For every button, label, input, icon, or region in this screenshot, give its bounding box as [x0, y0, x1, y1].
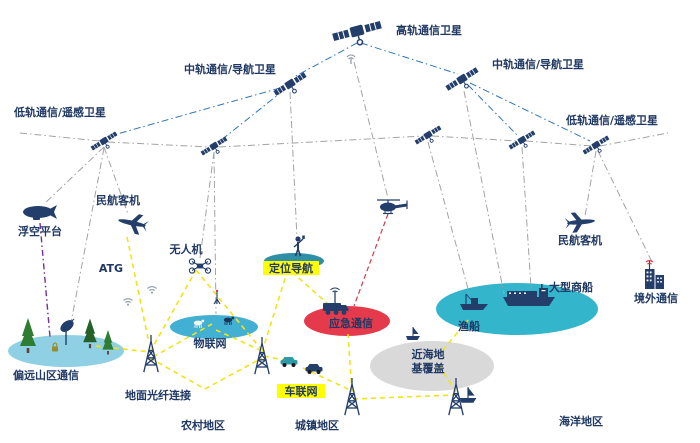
person-icon: [293, 235, 305, 257]
label-nearshore-line1: 近海地: [412, 347, 445, 361]
label-ground-fiber: 地面光纤连接: [125, 388, 191, 402]
signal-dish-icon: [346, 54, 356, 64]
wifi-signal-1-icon: [122, 298, 134, 307]
emergency-truck-icon: [323, 287, 349, 315]
label-iot: 物联网: [194, 336, 227, 350]
label-uav: 无人机: [169, 242, 203, 256]
label-airliner-right: 民航客机: [558, 233, 602, 247]
helicopter-icon: [377, 199, 408, 215]
leo-satellite-4-icon: [507, 129, 540, 156]
label-leo-satellite-left: 低轨通信/遥感卫星: [13, 105, 106, 119]
zone-iot: [170, 315, 258, 339]
zone-nearshore: [370, 341, 494, 391]
label-geo-satellite: 高轨通信卫星: [396, 23, 462, 37]
satellite-links-blue: [109, 42, 591, 142]
positioning-label-bg: [263, 261, 319, 275]
satellite-dish-icon: [60, 318, 75, 345]
emergency-link-red: [353, 213, 389, 307]
label-airliner-left: 民航客机: [96, 193, 140, 207]
label-meo-satellite-left: 中轨通信/导航卫星: [184, 62, 276, 76]
leo-satellite-2-icon: [199, 135, 232, 162]
zone-ocean: [436, 283, 598, 335]
comm-tower-town-right-icon: [344, 377, 360, 416]
padlock-icon: [52, 342, 58, 352]
zone-layer: [8, 253, 598, 391]
label-positioning-nav: 定位导航: [269, 261, 313, 275]
meo-satellite-left-icon: [272, 70, 312, 103]
geo-satellite-icon: [331, 18, 386, 52]
label-aerostat: 浮空平台: [18, 224, 62, 238]
zone-emergency: [304, 306, 390, 336]
airliner-right-icon: [564, 210, 596, 234]
label-nearshore-line2: 基覆盖: [411, 361, 445, 375]
label-remote-mountain-comm: 偏远山区通信: [13, 368, 79, 382]
label-town-area: 城镇地区: [295, 418, 339, 432]
uav-icon: [188, 258, 212, 274]
label-ocean-area: 海洋地区: [559, 414, 603, 428]
aerostat-link-purple: [39, 222, 51, 338]
label-overseas-comm: 境外通信: [634, 291, 678, 305]
label-rural-area: 农村地区: [180, 418, 225, 432]
leo-satellite-5-icon: [581, 134, 614, 161]
label-fishing-boat: 渔船: [458, 319, 480, 333]
merchant-ship-icon: [503, 284, 555, 306]
label-emergency-comm: 应急通信: [329, 316, 373, 330]
label-meo-satellite-right: 中轨通信/导航卫星: [492, 57, 584, 71]
label-merchant-ship: 大型商船: [549, 280, 593, 294]
fishing-boat-icon: [460, 293, 488, 310]
label-atg: ATG: [99, 262, 123, 275]
satellite-links-gray: [19, 61, 669, 329]
meo-satellite-right-icon: [444, 65, 484, 98]
car-1-icon: [280, 357, 298, 367]
aerostat-icon: [23, 205, 57, 220]
overseas-building-icon: [645, 260, 664, 289]
airliner-left-icon: [116, 210, 150, 237]
label-vehicle-network: 车联网: [285, 384, 318, 398]
iov-label-bg: [277, 384, 325, 398]
wifi-signal-2-icon: [146, 286, 158, 295]
comm-tower-town-left-icon: [254, 336, 270, 375]
label-leo-satellite-right: 低轨通信/遥感卫星: [565, 113, 658, 127]
zone-remote-mountain: [8, 335, 124, 367]
antenna-mast-icon: [213, 289, 221, 305]
sailboat-nearshore-icon: [405, 326, 421, 341]
ground-links-yellow: [95, 236, 469, 400]
sailboat-offshore-icon: [459, 386, 477, 404]
